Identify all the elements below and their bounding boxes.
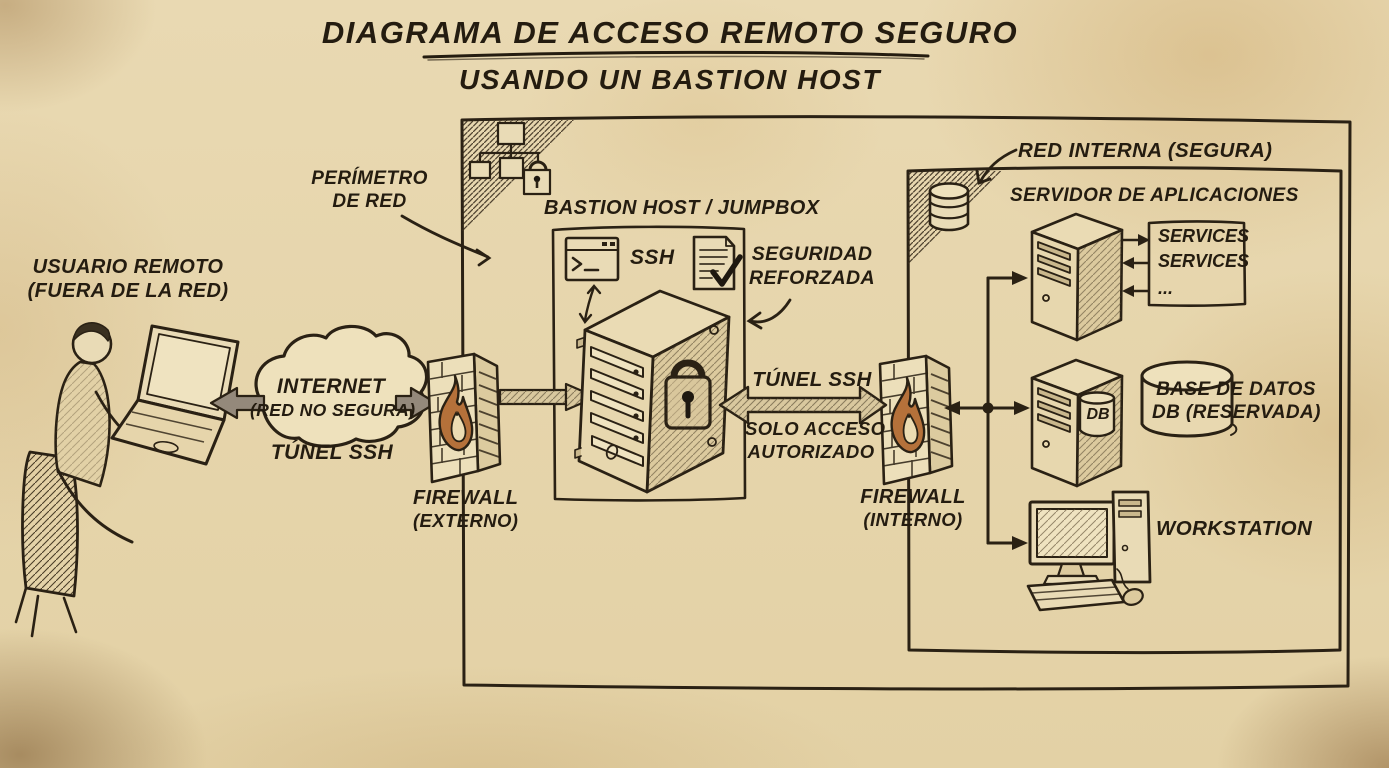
services-row-3: ...: [1158, 278, 1174, 298]
workstation-icon: [1026, 490, 1152, 612]
internal-network-box: [906, 166, 1343, 655]
internet-label: INTERNET (RED NO SEGURA): [250, 375, 416, 420]
app-server-label: SERVIDOR DE APLICACIONES: [1010, 185, 1299, 206]
internal-connector-heads: [944, 271, 1030, 550]
database-label: BASE DE DATOS DB (RESERVADA): [1152, 379, 1321, 424]
diagram-title: DIAGRAMA DE ACCESO REMOTO SEGURO: [300, 14, 1040, 52]
document-check-icon: [692, 235, 743, 291]
database-cylinder-icon: [1140, 360, 1238, 438]
services-row-1: SERVICES: [1158, 226, 1250, 246]
ssh-link-arrow: [578, 284, 602, 325]
title-underline: [422, 50, 930, 61]
ssh-label: SSH: [630, 246, 675, 269]
ssh-tunnel-label-left: TÚNEL SSH: [270, 441, 394, 464]
network-perimeter-box: [460, 115, 1352, 691]
firewall-external-label: FIREWALL (EXTERNO): [413, 487, 519, 532]
services-arrow-heads: [1122, 234, 1150, 297]
remote-user-label: USUARIO REMOTO (FUERA DE LA RED): [27, 256, 229, 303]
db-tower-cylinder-icon: [1078, 391, 1116, 438]
diagram-subtitle: USANDO UN BASTION HOST: [300, 63, 1040, 97]
services-box: [1147, 220, 1247, 307]
firewall-internal-icon: [878, 354, 954, 486]
diagram-title-line1: DIAGRAMA DE ACCESO REMOTO SEGURO: [321, 15, 1019, 50]
ssh-tunnel-label-right: TÚNEL SSH: [752, 368, 872, 391]
workstation-label: WORKSTATION: [1156, 517, 1313, 540]
internet-cloud-icon: [254, 324, 429, 448]
terminal-icon: [564, 236, 620, 282]
arrow-cloud-to-firewall: [394, 386, 438, 420]
bastion-box: [551, 225, 747, 502]
annotation-arrows: [400, 148, 1018, 330]
arrow-cloud-to-user: [209, 386, 266, 420]
firewall-external-icon: [426, 352, 502, 484]
firewall-internal-label: FIREWALL (INTERNO): [860, 486, 966, 531]
authorized-access-label: SOLO ACCESO AUTORIZADO: [745, 418, 886, 462]
bastion-host-label: BASTION HOST / JUMPBOX: [544, 197, 820, 219]
ssh-tunnel-arrow: [718, 385, 888, 425]
perimeter-label: PERÍMETRO DE RED: [311, 168, 428, 213]
diagram-subtitle-line2: USANDO UN BASTION HOST: [459, 64, 881, 95]
laptop-icon: [110, 324, 240, 466]
remote-user-figure: [14, 322, 138, 638]
services-row-2: SERVICES: [1158, 251, 1250, 271]
internal-network-label: RED INTERNA (SEGURA): [1018, 139, 1273, 162]
db-tower-label: DB: [1086, 406, 1110, 423]
services-arrows: [1120, 238, 1150, 293]
database-stack-icon: [928, 182, 970, 232]
app-server-icon: [1030, 212, 1124, 342]
hardened-security-label: SEGURIDAD REFORZADA: [748, 243, 875, 289]
network-topology-icon: [468, 121, 552, 196]
padlock-icon: [664, 359, 712, 430]
